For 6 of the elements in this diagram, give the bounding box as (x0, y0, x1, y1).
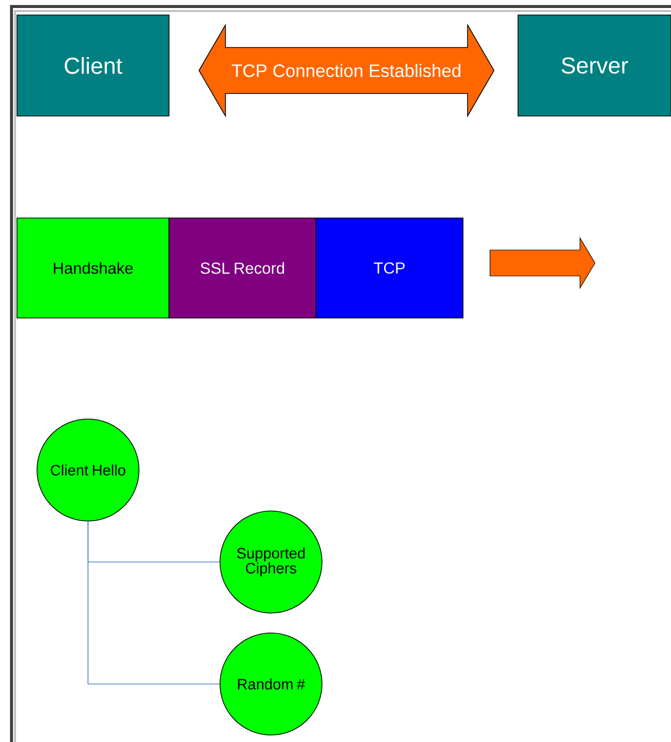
protocol-layer-box: Handshake (16, 218, 170, 318)
protocol-layer-box: TCP (316, 218, 464, 318)
server-box: Server (518, 14, 671, 116)
connector-line (88, 521, 220, 684)
protocol-layer-box: SSL Record (168, 218, 316, 318)
client-box: Client (16, 14, 170, 116)
